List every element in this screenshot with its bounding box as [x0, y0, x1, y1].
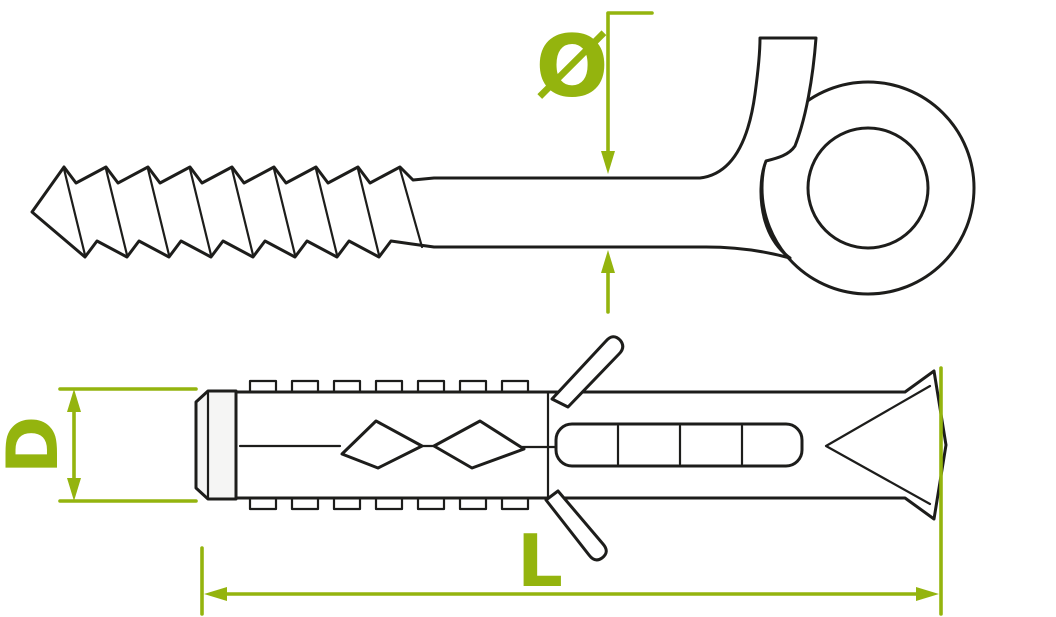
l-arrow-right	[916, 587, 939, 601]
plug-length-dimension: L	[200, 366, 943, 616]
plug-diameter-dimension: D	[0, 387, 198, 503]
plug-length-label: L	[517, 519, 563, 603]
screw-eye-drawing	[30, 36, 976, 296]
l-arrow-left	[204, 587, 227, 601]
plug-fin-bottom	[544, 489, 608, 562]
plug-collar	[194, 389, 238, 501]
diameter-dimension: Ø	[535, 11, 654, 314]
diameter-arrow-down	[601, 151, 615, 174]
plug-hole-right	[432, 419, 526, 470]
diameter-arrow-up	[601, 250, 615, 273]
screw-body	[30, 36, 818, 260]
wall-plug-drawing	[194, 335, 948, 562]
plug-fin-top	[550, 335, 625, 409]
plug-split-lines	[824, 384, 932, 506]
d-arrow-up	[67, 389, 81, 412]
diameter-symbol-label: Ø	[535, 17, 608, 117]
thread-lines	[62, 167, 424, 257]
plug-hole-left	[340, 419, 424, 470]
plug-diameter-label: D	[0, 416, 74, 474]
eye-ring-inner	[806, 126, 930, 250]
plug-window-dividers	[616, 424, 744, 466]
d-arrow-down	[67, 478, 81, 501]
